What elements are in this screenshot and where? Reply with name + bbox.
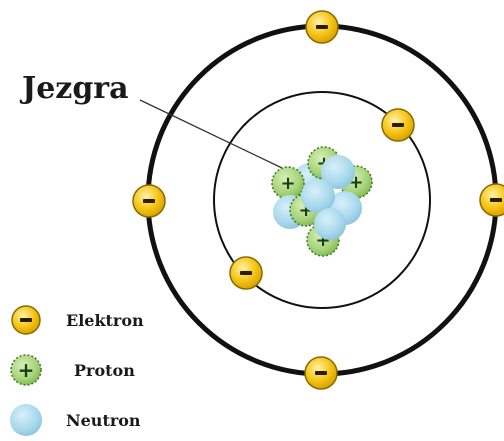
legend-item-electron: Elektron [12,306,144,334]
nucleus-label: Jezgra [19,71,129,106]
electron-legend-icon [12,306,40,334]
legend-label-electron: Elektron [66,311,144,330]
proton-legend-icon: + [11,355,41,385]
electron [230,257,262,289]
proton: + [272,167,304,199]
electron [480,184,504,216]
electron [133,185,165,217]
legend-label-proton: Proton [74,361,135,380]
electron [382,109,414,141]
neutron [301,179,335,213]
electron [306,11,338,43]
neutron [314,208,346,240]
neutron-legend-icon [10,404,42,436]
nucleus: + + + + + [272,147,372,256]
electron [305,357,337,389]
svg-text:+: + [280,173,295,194]
legend-item-neutron: Neutron [10,404,141,436]
legend: Elektron + Proton Neutron [10,306,144,436]
svg-text:+: + [18,358,35,382]
legend-label-neutron: Neutron [66,411,141,430]
legend-item-proton: + Proton [11,355,135,385]
